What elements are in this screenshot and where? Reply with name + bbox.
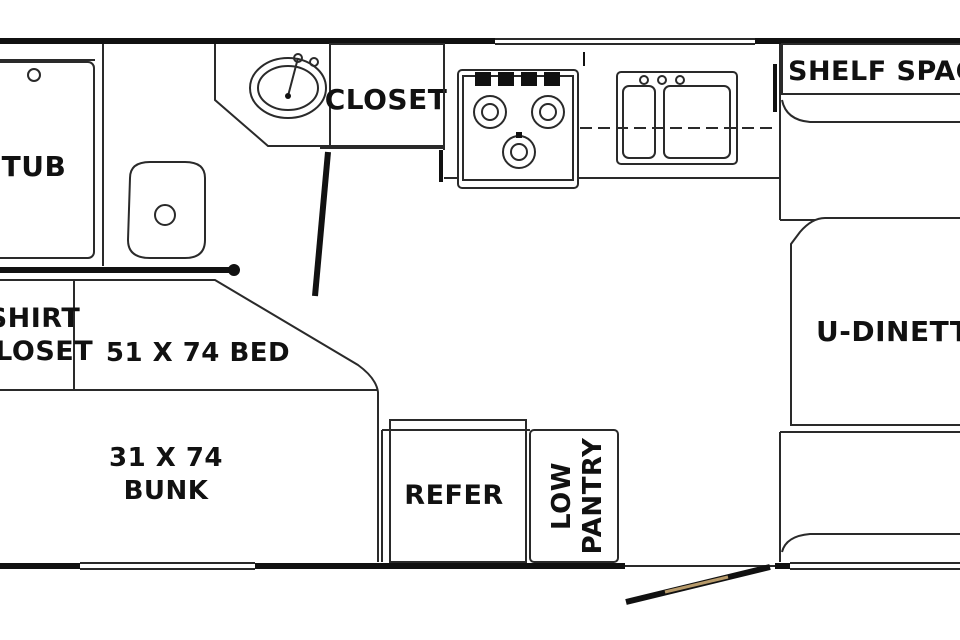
u-dinette-label: U-DINETTE (816, 315, 960, 348)
refrigerator: REFER (381, 419, 530, 563)
closet: CLOSET (320, 43, 448, 149)
bath-door (312, 151, 331, 297)
burner-icon (531, 95, 565, 129)
bunk-size-label: 31 X 74 (109, 443, 223, 473)
lavatory-sink-icon (249, 53, 327, 119)
u-dinette: U-DINETTE (779, 217, 960, 562)
bunk-label: BUNK (124, 476, 209, 506)
bedroom: SHIRT CLOSET 51 X 74 BED 31 X 74 BUNK (0, 279, 379, 562)
low-pantry-label-line2: PANTRY (578, 437, 608, 554)
bed-size-label: 51 X 74 BED (106, 338, 290, 368)
galley-sink-icon (616, 71, 738, 165)
shelf-space-label: SHELF SPACE (788, 56, 960, 87)
closet-label: CLOSET (325, 83, 448, 116)
dinette-seat-upper (790, 217, 960, 426)
low-pantry: LOW PANTRY (529, 429, 619, 563)
bathroom (0, 44, 331, 297)
shirt-closet-label-line1: SHIRT (0, 303, 80, 334)
low-pantry-label-line1: LOW (547, 462, 577, 530)
tub (0, 61, 95, 259)
tub-drain-icon (27, 68, 41, 82)
vanity-counter (214, 44, 330, 147)
range-stove-icon (457, 69, 579, 189)
burner-icon (473, 95, 507, 129)
dinette-seat-lower (781, 533, 960, 553)
entry-door (625, 564, 771, 605)
shelf-space: SHELF SPACE (781, 43, 960, 123)
shirt-closet-label-line2: CLOSET (0, 336, 93, 367)
galley (439, 44, 781, 220)
bed (74, 279, 379, 562)
refer-label: REFER (404, 480, 503, 511)
tub-label: TUB (2, 150, 67, 183)
exterior-walls (0, 38, 960, 570)
toilet-icon (126, 161, 206, 259)
